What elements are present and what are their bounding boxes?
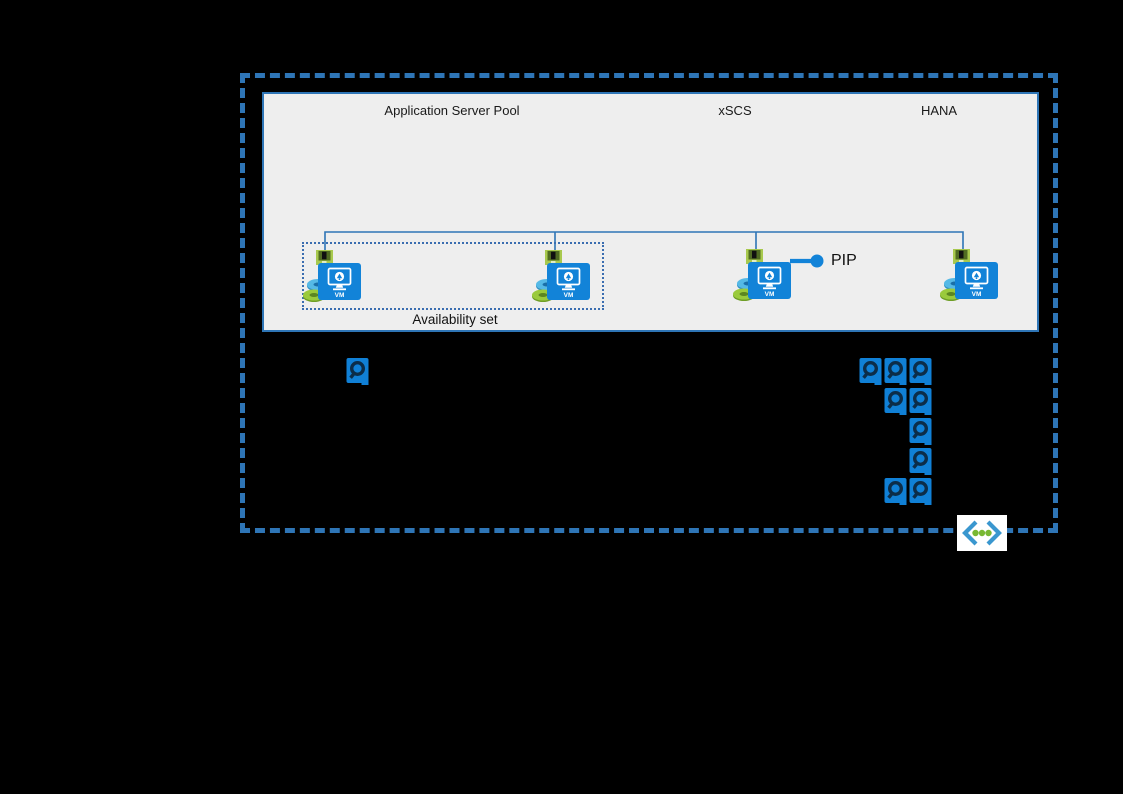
managed-disk-icon [884,388,908,415]
svg-text:VM: VM [335,292,345,299]
managed-disk-icon [884,478,908,505]
managed-disk-icon [909,388,933,415]
managed-disk-icon [884,358,908,385]
managed-disk-icon [909,418,933,445]
vpn-gateway-icon [957,515,1007,551]
managed-disk-icon [909,448,933,475]
column-label-app-server-pool: Application Server Pool [384,103,520,118]
vm-icon: VM [318,263,361,300]
server-panel [262,92,1039,332]
vnet-boundary-box [240,73,1058,533]
vm-icon: VM [955,262,998,299]
vm-icon: VM [748,262,791,299]
managed-disk-icon [859,358,883,385]
managed-disk-icon [909,478,933,505]
column-label-hana: HANA [920,103,958,118]
managed-disk-icon [346,358,370,385]
svg-text:VM: VM [564,292,574,299]
availability-set-label: Availability set [412,312,498,327]
availability-set-box [302,242,604,310]
svg-text:VM: VM [972,291,982,298]
pip-label: PIP [831,252,857,269]
vm-icon: VM [547,263,590,300]
managed-disk-icon [909,358,933,385]
svg-text:VM: VM [765,291,775,298]
column-label-xscs: xSCS [718,103,752,118]
